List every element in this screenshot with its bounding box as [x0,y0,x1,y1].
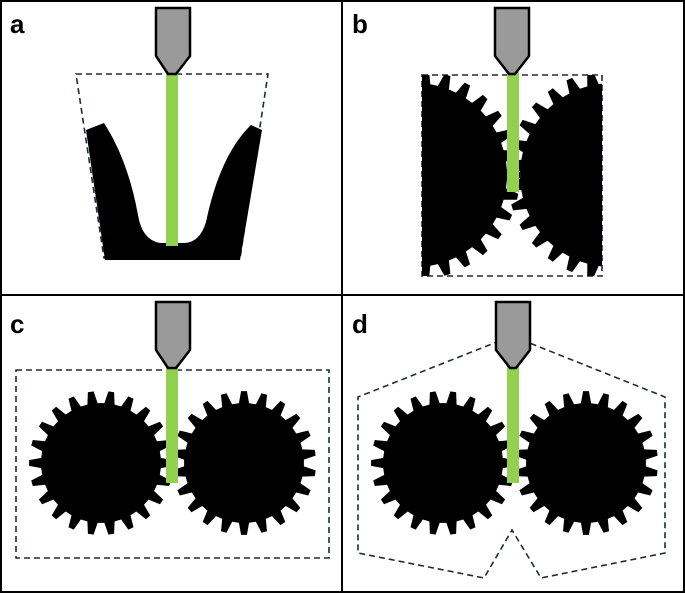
nozzle-c [154,300,192,370]
panel-d: d [352,300,666,579]
gear-right-c [172,391,316,535]
gear-right-d [514,391,658,535]
panel-a-label: a [10,9,25,39]
gear-left-c [29,391,173,535]
half-gear-right-b [507,75,602,276]
nozzle-b [493,6,531,76]
nozzle-d [494,300,532,370]
panel-c-label: c [10,309,24,339]
panel-a: a [10,6,269,260]
mold-material [86,123,262,260]
panel-d-label: d [352,309,368,339]
panel-b-label: b [352,9,368,39]
panel-c: c [10,300,330,559]
panel-b: b [352,6,603,277]
gear-pair-d [371,391,658,535]
hex-outline [357,335,666,579]
laser-beam-a [166,70,178,246]
gear-left-d [371,391,515,535]
laser-beam-d [507,365,519,483]
laser-beam-b [507,72,519,192]
laser-beam-c [166,365,178,483]
half-gear-left-b [422,75,520,276]
gear-pair-c [29,391,316,535]
nozzle-a [154,6,192,76]
half-gears [422,75,602,276]
